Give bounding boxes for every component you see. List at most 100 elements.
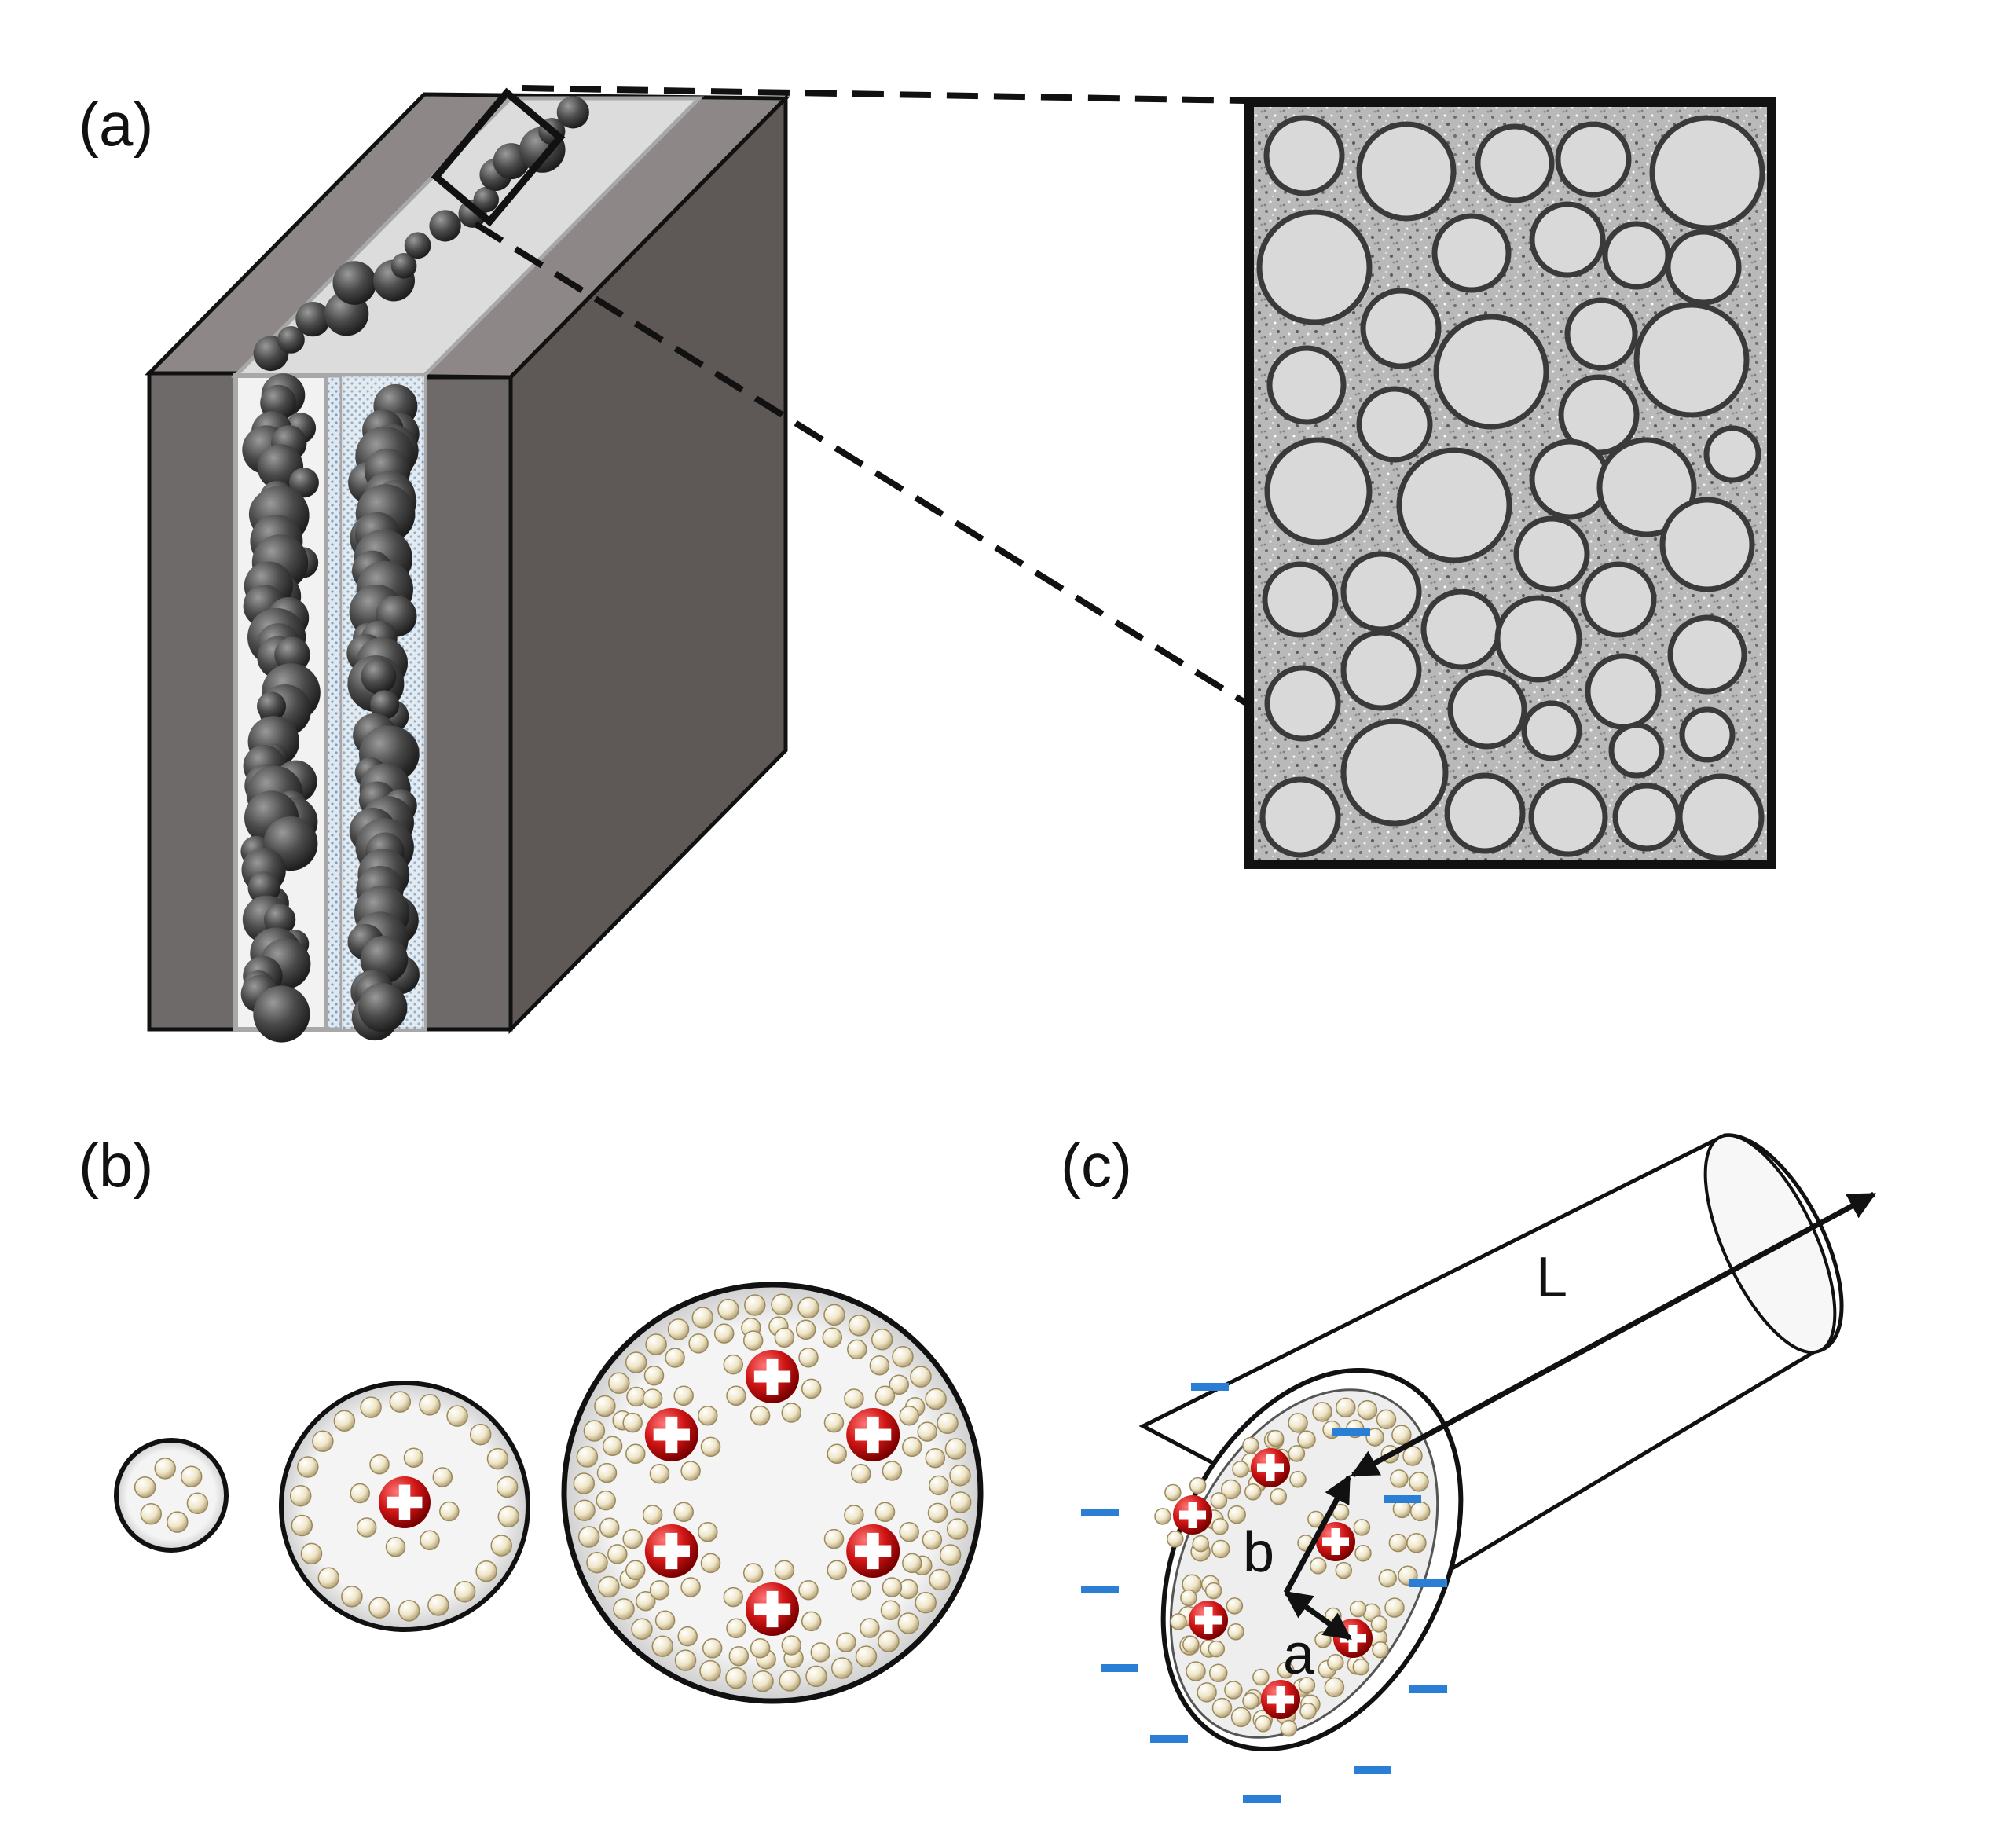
- solvent-molecule: [490, 1534, 512, 1556]
- surface-charge-minus: [1081, 1509, 1119, 1516]
- pore-circle: [1665, 229, 1742, 306]
- solvent-molecule: [1232, 1461, 1249, 1478]
- solvent-molecule: [781, 1635, 802, 1656]
- solvent-molecule: [1288, 1413, 1308, 1433]
- cation-plus-symbol: [1348, 1625, 1358, 1652]
- solvent-molecule: [869, 1355, 890, 1376]
- solvent-molecule: [486, 1447, 509, 1470]
- solvent-molecule: [1353, 1519, 1371, 1536]
- carbon-particle: [429, 210, 461, 242]
- solvent-molecule: [594, 1395, 616, 1417]
- solvent-molecule: [167, 1511, 189, 1533]
- solvent-molecule: [1390, 1469, 1409, 1488]
- solvent-molecule: [1298, 1677, 1316, 1694]
- solvent-molecule: [860, 1618, 880, 1638]
- carbon-particles: [240, 96, 589, 1043]
- carbon-particle: [295, 302, 331, 337]
- solvent-molecule: [688, 1333, 709, 1354]
- pore-ions: [134, 1293, 972, 1692]
- solvent-molecule: [573, 1472, 596, 1494]
- outer-radius-arrow: [1283, 1474, 1352, 1594]
- surface-charges: [1081, 1383, 1447, 1803]
- surface-charge-minus: [1101, 1664, 1138, 1672]
- solvent-molecule: [836, 1632, 856, 1652]
- solvent-molecule: [827, 1443, 847, 1465]
- solvent-molecule: [419, 1394, 441, 1416]
- solvent-molecule: [642, 1505, 663, 1525]
- solvent-molecule: [317, 1567, 340, 1590]
- pore-circle: [1340, 718, 1449, 827]
- zoomed-pore-view: [1244, 97, 1776, 869]
- solvent-molecule: [927, 1502, 948, 1524]
- solvent-molecule: [649, 1579, 670, 1600]
- carbon-particle: [358, 983, 408, 1032]
- solvent-molecule: [300, 1542, 323, 1565]
- carbon-particle: [370, 690, 400, 720]
- solvent-molecule: [726, 1618, 746, 1639]
- pore-circle: [1356, 386, 1433, 463]
- surface-charge-minus: [1384, 1495, 1421, 1503]
- solvent-molecule: [667, 1318, 690, 1340]
- solvent-molecule: [1384, 1597, 1405, 1618]
- solvent-molecule: [1299, 1703, 1317, 1720]
- solvent-molecule: [607, 1544, 628, 1564]
- solvent-molecule: [1391, 1424, 1412, 1445]
- solvent-molecule: [368, 1597, 390, 1619]
- solvent-molecule: [917, 1421, 937, 1442]
- solvent-molecule: [1211, 1539, 1230, 1559]
- pore-circle: [1580, 561, 1657, 638]
- pore-circle: [1677, 773, 1765, 861]
- solvent-molecule: [878, 1630, 900, 1652]
- solvent-molecule: [902, 1436, 922, 1458]
- pore-circle: [1659, 497, 1755, 592]
- solvent-molecule: [312, 1430, 334, 1453]
- solvent-molecule: [750, 1637, 771, 1659]
- solvent-molecule: [774, 1560, 795, 1581]
- solvent-molecule: [596, 1462, 618, 1483]
- solvent-molecule: [389, 1391, 412, 1413]
- solvent-molecule: [795, 1319, 816, 1340]
- carbon-particle: [332, 261, 377, 305]
- inner-radius-arrow: [1284, 1590, 1352, 1641]
- solvent-molecule: [369, 1454, 390, 1475]
- cation-plus-symbol: [867, 1532, 879, 1570]
- solvent-molecule: [700, 1436, 721, 1458]
- pore-circle: [1262, 561, 1339, 638]
- cation-plus-symbol: [867, 1416, 879, 1454]
- solvent-molecule: [1252, 1668, 1270, 1686]
- right-electrode-front: [422, 375, 513, 1032]
- solvent-molecule: [622, 1528, 643, 1549]
- solvent-molecule: [680, 1577, 701, 1597]
- solvent-molecule: [937, 1412, 959, 1435]
- pore-circle: [1256, 209, 1373, 325]
- solvent-molecule: [140, 1503, 163, 1525]
- solvent-molecule: [583, 1420, 606, 1442]
- carbon-particle: [247, 871, 280, 904]
- solvent-molecule: [851, 1463, 871, 1484]
- pore-circle: [1266, 345, 1347, 425]
- solvent-molecule: [726, 1385, 746, 1406]
- solvent-molecule: [446, 1405, 468, 1427]
- solvent-molecule: [385, 1537, 406, 1557]
- solvent-molecule: [1312, 1402, 1332, 1422]
- left-electrode-front: [147, 371, 238, 1032]
- panel-a: (a): [79, 85, 1776, 1043]
- carbon-particle: [288, 468, 319, 498]
- solvent-molecule: [1164, 1483, 1182, 1502]
- solvent-molecule: [180, 1465, 203, 1487]
- solvent-molecule: [654, 1610, 676, 1631]
- cation-plus-symbol: [766, 1590, 779, 1628]
- cation-plus-symbol: [766, 1358, 779, 1395]
- solvent-molecule: [613, 1598, 635, 1620]
- solvent-molecule: [576, 1446, 599, 1468]
- pore-circle: [1431, 213, 1512, 293]
- solvent-molecule: [889, 1374, 909, 1395]
- carbon-particle: [556, 96, 589, 129]
- solvent-molecule: [496, 1476, 519, 1498]
- solvent-molecule: [801, 1378, 822, 1399]
- solvent-molecule: [1266, 1429, 1285, 1447]
- solvent-molecule: [1378, 1568, 1397, 1588]
- cation-plus-symbol: [1204, 1607, 1213, 1634]
- solvent-molecule: [497, 1505, 520, 1528]
- solvent-molecule: [844, 1388, 864, 1409]
